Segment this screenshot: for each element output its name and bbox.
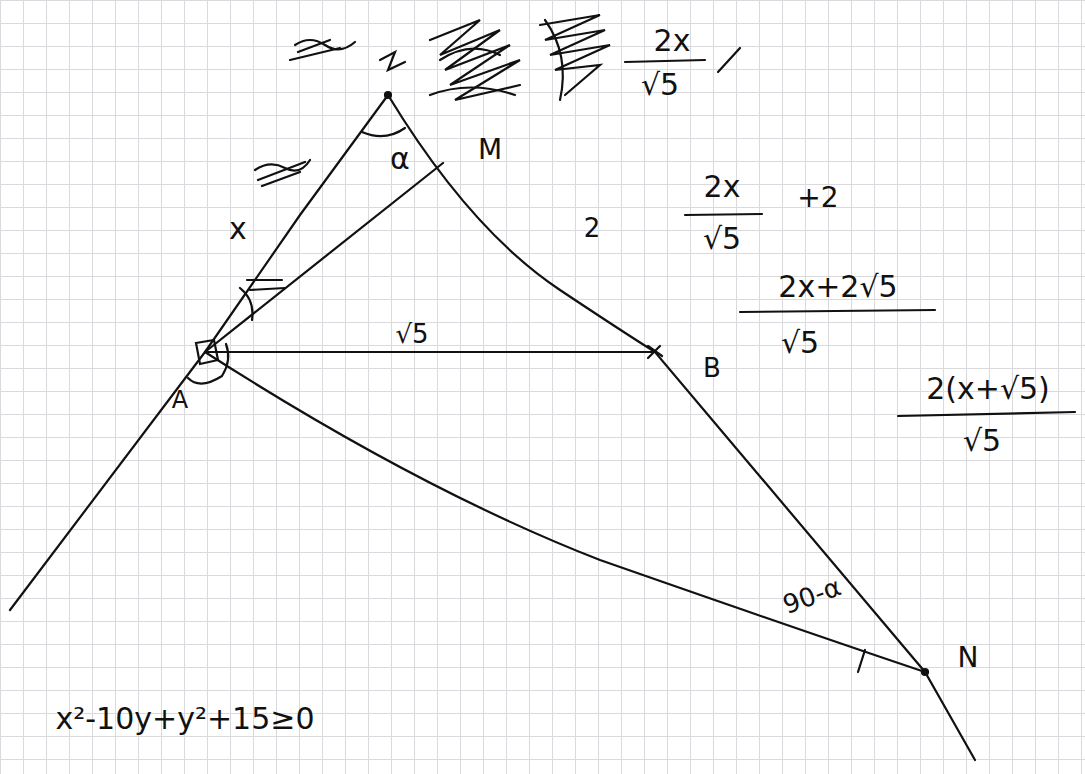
point-label: B — [703, 354, 721, 383]
point-label: N — [958, 643, 979, 674]
point-mark — [648, 346, 662, 358]
point-label: A — [172, 387, 188, 413]
fraction-bar — [625, 60, 705, 62]
segment — [205, 163, 443, 352]
scribble — [718, 48, 740, 72]
fraction-bar — [740, 310, 935, 312]
fraction-denominator: √5 — [963, 424, 1001, 457]
point — [922, 669, 928, 675]
point-label: M — [478, 135, 502, 166]
angle-arc — [240, 288, 253, 320]
length-label: x — [229, 212, 247, 245]
fraction-numerator: 2(x+√5) — [926, 372, 1050, 405]
fraction-denominator: √5 — [781, 326, 819, 359]
fraction-numerator: 2x+2√5 — [778, 270, 897, 303]
fraction-bar — [685, 214, 762, 215]
scribble — [290, 40, 355, 60]
fraction-bar — [898, 412, 1075, 416]
expression-term: +2 — [797, 183, 838, 214]
angle-arc — [188, 344, 228, 384]
fraction-denominator: √5 — [703, 222, 741, 255]
point — [385, 92, 391, 98]
inequality-note: x²-10y+y²+15≥0 — [56, 702, 315, 735]
scribble — [430, 49, 515, 95]
scribble — [255, 160, 310, 186]
segment — [205, 352, 925, 672]
angle-label: α — [390, 142, 410, 175]
length-label: 2 — [584, 214, 601, 243]
scribble — [430, 20, 520, 100]
fraction-numerator: 2x — [704, 170, 741, 203]
scribble — [545, 20, 563, 100]
scribble — [380, 52, 405, 70]
segment — [205, 351, 655, 353]
fraction-denominator: √5 — [641, 68, 679, 101]
angle-arc — [362, 128, 405, 136]
angle-label: 90-α — [779, 572, 845, 619]
fraction-numerator: 2x — [654, 24, 691, 57]
angle-tick — [247, 280, 285, 290]
right-angle-mark — [196, 340, 218, 364]
angle-tick — [858, 650, 865, 672]
length-label: √5 — [395, 320, 428, 349]
